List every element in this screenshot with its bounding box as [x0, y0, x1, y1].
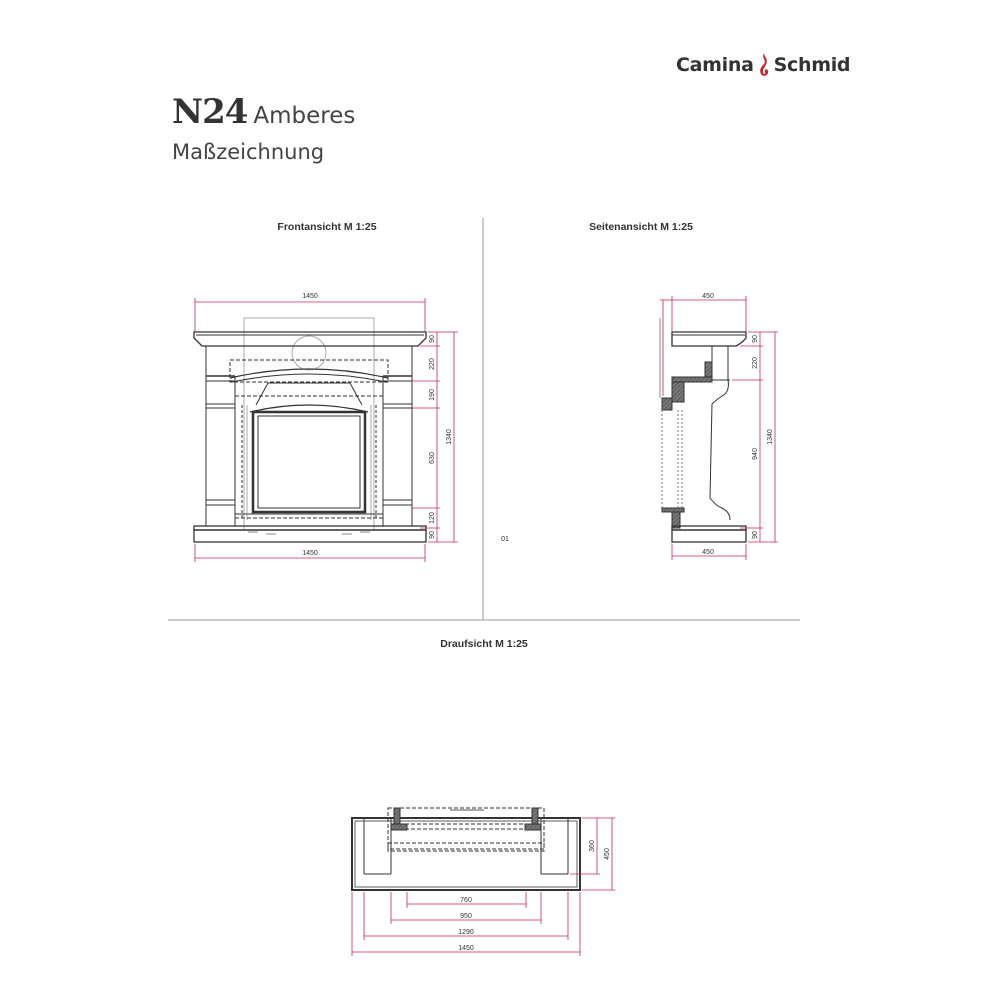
svg-text:90: 90	[752, 335, 759, 343]
top-view-label: Draufsicht M 1:25	[440, 638, 528, 650]
stray-mark: 01	[501, 536, 509, 543]
svg-text:90: 90	[429, 531, 436, 539]
svg-text:950: 950	[460, 913, 472, 920]
model-name: Amberes	[253, 103, 356, 129]
front-view-label: Frontansicht M 1:25	[277, 221, 377, 233]
page-subtitle: Maßzeichnung	[172, 140, 325, 164]
svg-text:220: 220	[752, 357, 759, 369]
svg-text:1450: 1450	[458, 945, 474, 952]
svg-text:450: 450	[604, 848, 611, 860]
svg-text:190: 190	[429, 389, 436, 401]
top-dimensions	[351, 817, 615, 956]
front-view-drawing	[193, 317, 427, 543]
top-view-drawing	[351, 807, 581, 891]
brand-logo: Camina Schmid	[676, 52, 851, 78]
svg-text:760: 760	[460, 897, 472, 904]
svg-text:90: 90	[429, 335, 436, 343]
svg-text:450: 450	[702, 549, 714, 556]
svg-text:450: 450	[702, 293, 714, 300]
svg-text:220: 220	[429, 358, 436, 370]
brand-name-left: Camina	[676, 54, 754, 76]
side-dimensions	[660, 296, 778, 560]
front-bottom-width: 1450	[302, 550, 318, 557]
flame-icon	[759, 53, 768, 76]
svg-text:630: 630	[429, 452, 436, 464]
svg-text:1340: 1340	[767, 429, 774, 445]
side-view-drawing	[659, 318, 747, 543]
front-dimensions	[194, 298, 458, 562]
model-code: N24	[172, 92, 248, 132]
brand-name-right: Schmid	[773, 54, 851, 76]
svg-text:1340: 1340	[446, 429, 453, 445]
side-view-label: Seitenansicht M 1:25	[589, 221, 693, 233]
svg-text:360: 360	[589, 840, 596, 852]
svg-text:1290: 1290	[458, 929, 474, 936]
front-top-width: 1450	[302, 293, 318, 300]
svg-text:120: 120	[429, 512, 436, 524]
svg-text:940: 940	[752, 448, 759, 460]
svg-text:90: 90	[752, 531, 759, 539]
